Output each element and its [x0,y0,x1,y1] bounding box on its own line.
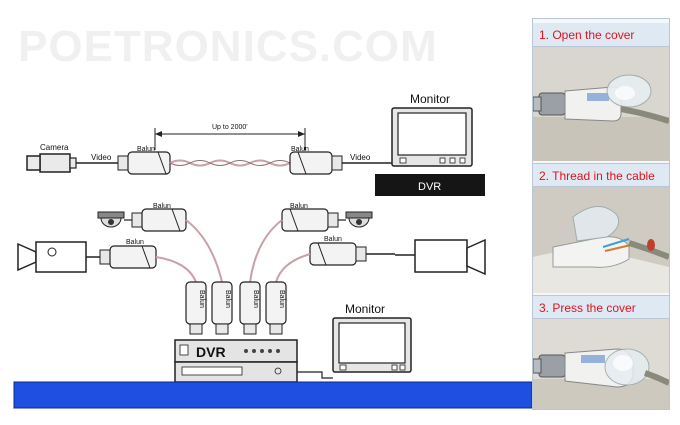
balun-vertical-4 [265,281,287,335]
dvr-top-box [375,174,485,196]
step-2-photo [533,187,669,293]
dvr-top-label: DVR [418,181,441,193]
dome-camera-left-icon [97,211,125,228]
step-1-photo [533,47,669,161]
balun-label-mid-left-upper: Balun [153,203,171,210]
balun-vertical-1 [185,281,207,335]
balun-vertical-label-4: Balun [278,290,285,308]
box-camera-left-icon [17,241,87,273]
balun-vertical-label-3: Balun [252,290,259,308]
dvr-bottom-label: DVR [196,344,226,360]
balun-top-left [117,151,171,175]
monitor-top-icon [391,107,473,167]
box-camera-right-icon [414,238,486,276]
balun-vertical-label-2: Balun [224,290,231,308]
balun-mid-left-lower [99,245,157,269]
video-label-left: Video [91,153,112,162]
camera-label: Camera [40,143,69,152]
balun-vertical-2 [211,281,233,335]
distance-arrow [154,128,306,150]
balun-mid-right-lower [309,242,367,266]
video-label-right: Video [350,153,371,162]
step-2-label: 2. Thread in the cable [533,163,669,187]
dome-camera-right-icon [345,211,373,228]
balun-label-top-right: Balun [291,146,309,153]
monitor-top-label: Monitor [410,92,450,106]
balun-mid-left-upper [131,208,187,232]
balun-vertical-label-1: Balun [198,290,205,308]
dvr-bottom-unit [174,339,298,383]
balun-vertical-3 [239,281,261,335]
twisted-pair-cables-bottom [155,219,311,283]
installation-diagram: Camera Video Balun Up to 2000' Balun Vid… [13,92,532,409]
balun-label-mid-right-lower: Balun [324,236,342,243]
distance-label: Up to 2000' [212,124,248,131]
step-3-photo [533,319,669,409]
balun-label-mid-right-upper: Balun [290,203,308,210]
floor-bar [13,381,532,409]
steps-panel: 1. Open the cover 2. Thread in the cable [532,18,670,410]
balun-top-right [289,151,343,175]
camera-icon-top [26,153,77,173]
watermark: POETRONICS.COM [18,22,438,71]
monitor-bottom-label: Monitor [345,302,385,316]
balun-mid-right-upper [281,208,339,232]
balun-label-top-left: Balun [137,146,155,153]
balun-label-mid-left-lower: Balun [126,239,144,246]
monitor-bottom-icon [332,317,412,373]
step-1-label: 1. Open the cover [533,23,669,47]
step-3-label: 3. Press the cover [533,295,669,319]
